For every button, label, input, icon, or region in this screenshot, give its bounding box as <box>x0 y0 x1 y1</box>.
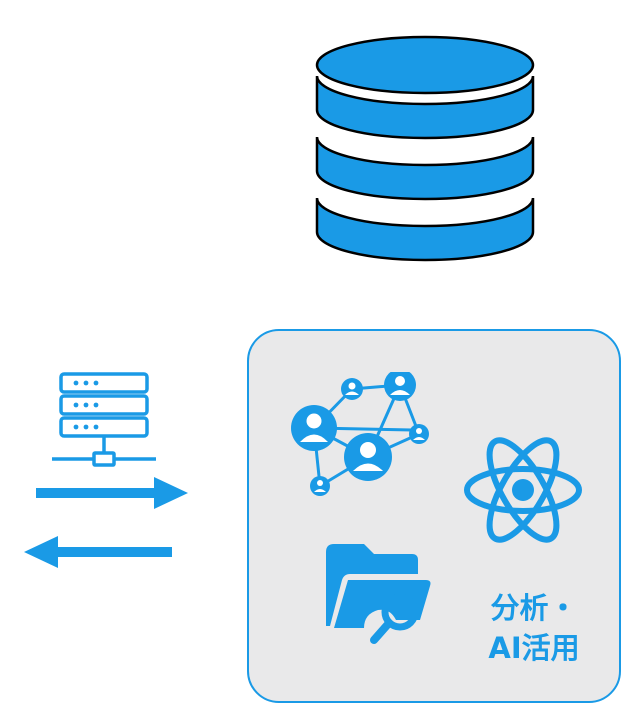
atom-icon <box>464 437 582 543</box>
analysis-ai-label: 分析・ AI活用 <box>452 588 616 668</box>
label-line-2: AI活用 <box>488 631 580 665</box>
label-line-1: 分析・ <box>490 591 578 625</box>
arrow-left-icon <box>24 536 172 568</box>
analysis-panel <box>247 329 621 703</box>
arrow-right-icon <box>36 477 188 509</box>
people-network-icon <box>291 372 429 496</box>
database-icon <box>315 35 535 262</box>
folder-search-icon <box>326 544 431 644</box>
server-network-icon <box>52 372 156 467</box>
